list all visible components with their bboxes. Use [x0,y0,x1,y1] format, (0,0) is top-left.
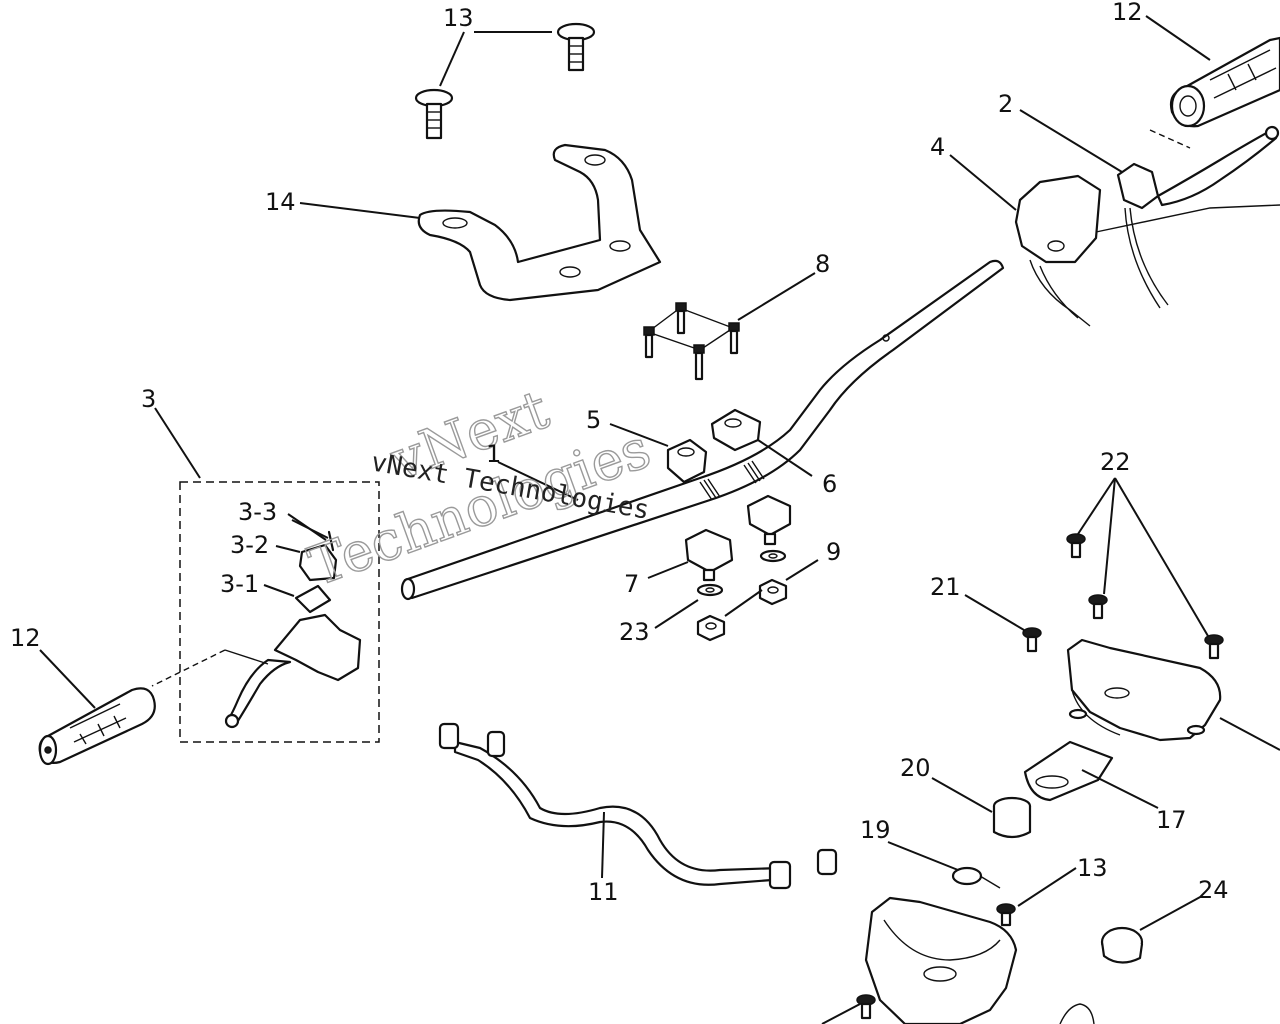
callout-6: 6 [822,470,837,498]
callout-22: 22 [1100,448,1131,476]
small-part-3-3 [327,530,335,552]
clamp-lower-7 [684,528,734,582]
housing-cover-upper [1066,638,1280,751]
callout-labels: 13 14 12 2 4 8 3 5 1 6 3-3 3-2 3-1 12 7 … [10,0,1229,906]
screw-13-b [414,88,454,140]
screw-22-b [1088,594,1108,620]
screw-13-c [996,903,1016,927]
cover-3-2 [298,543,338,582]
lever-holder-2 [1116,125,1280,309]
callout-24: 24 [1198,876,1229,904]
washer-23 [696,583,724,597]
screw-13-a [556,22,596,72]
mounting-bracket [417,143,662,302]
nut-23 [696,614,726,642]
callout-1: 1 [486,440,501,468]
sleeve-20 [992,796,1032,839]
cable-11 [438,722,838,890]
screw-22-c [1204,634,1224,660]
screw-bottom [856,994,876,1020]
washer-9 [759,549,787,563]
handlebar [400,259,1005,601]
lever-assembly-3 [151,613,362,729]
screw-22-a [1066,533,1086,559]
callout-3: 3 [141,385,156,413]
bracket-17 [1023,740,1114,802]
callout-7: 7 [624,570,639,598]
callout-4: 4 [930,133,945,161]
grip-left-12 [38,687,156,766]
callout-9: 9 [826,538,841,566]
callout-23: 23 [619,618,650,646]
spring-clip-19 [951,866,1001,889]
clamp-upper-6 [710,408,762,452]
callout-3-1: 3-1 [220,570,259,598]
callout-12-right: 12 [1112,0,1143,26]
housing-lower [864,896,1095,1024]
callout-12-left: 12 [10,624,41,652]
leader-lines [39,15,1211,1024]
screw-21 [1022,627,1042,653]
callout-13-top: 13 [443,4,474,32]
callout-2: 2 [998,90,1013,118]
bolt-set-8 [643,302,740,381]
callout-3-3: 3-3 [238,498,277,526]
callout-11: 11 [588,878,619,906]
nut-9 [758,578,788,606]
callout-19: 19 [860,816,891,844]
callout-21: 21 [930,573,961,601]
cap-24 [1100,926,1144,964]
assembly-3-boundary [179,481,380,743]
switch-housing-4 [1014,174,1280,327]
clamp-lower-b [746,494,792,546]
clamp-upper-5 [666,438,708,484]
callout-20: 20 [900,754,931,782]
callout-17: 17 [1156,806,1187,834]
gasket-3-1 [294,584,332,614]
callout-8: 8 [815,250,830,278]
callout-14: 14 [265,188,296,216]
callout-3-2: 3-2 [230,531,269,559]
callout-13-bottom: 13 [1077,854,1108,882]
grip-right-12 [1149,36,1280,149]
callout-5: 5 [586,406,601,434]
